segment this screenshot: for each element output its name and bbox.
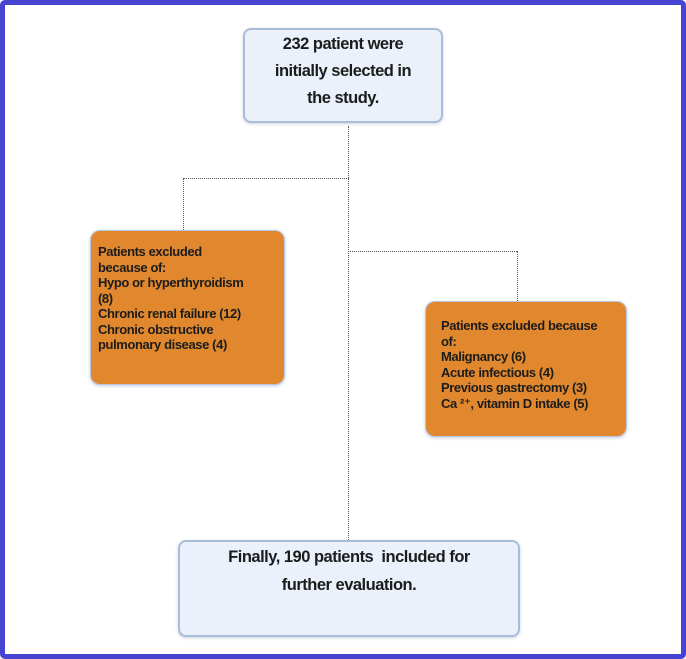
text-line: Chronic obstructive	[98, 321, 214, 337]
text-line: Previous gastrectomy (3)	[441, 380, 587, 395]
text-line: initially selected in	[274, 62, 412, 80]
text-line: because of:	[98, 259, 166, 275]
text-line: 232 patient were	[282, 35, 404, 53]
text-line: Ca ²⁺, vitamin D intake (5)	[441, 395, 589, 411]
node-final-inclusion: Finally, 190 patients included for furth…	[178, 540, 520, 637]
text-line: Patients excluded	[98, 244, 202, 259]
node-excluded-left: Patients excluded because of: Hypo or hy…	[90, 230, 285, 385]
text-line: (8)	[98, 290, 113, 306]
text-line: of:	[441, 333, 457, 349]
text-line: Hypo or hyperthyroidism	[98, 275, 244, 290]
text-line: further evaluation.	[281, 576, 417, 594]
connector-left-vertical	[183, 178, 184, 230]
connector-left-horizontal	[183, 178, 349, 179]
text-line: pulmonary disease (4)	[98, 337, 227, 352]
node-excluded-right: Patients excluded because of: Malignancy…	[425, 301, 627, 437]
text-line: Acute infectious (4)	[441, 364, 554, 380]
connector-right-horizontal	[348, 251, 517, 252]
text-line: Malignancy (6)	[441, 349, 526, 364]
connector-right-vertical	[517, 251, 518, 301]
text-line: Finally, 190 patients included for	[228, 548, 470, 566]
node-initial-selection: 232 patient were initially selected in t…	[243, 28, 443, 123]
text-line: the study.	[307, 89, 379, 107]
text-line: Patients excluded because	[441, 318, 598, 333]
text-line: Chronic renal failure (12)	[98, 306, 241, 321]
connector-trunk-vertical	[348, 126, 349, 540]
